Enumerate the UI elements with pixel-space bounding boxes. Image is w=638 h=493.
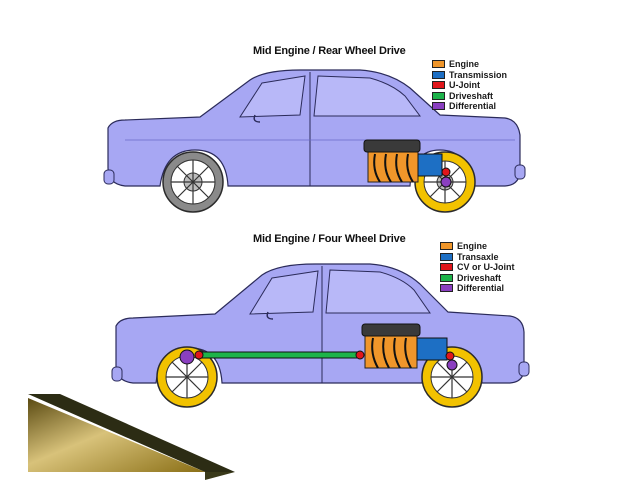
swatch-engine [432, 60, 445, 69]
swatch-ujoint [432, 81, 445, 90]
differential [440, 176, 452, 188]
swatch-transaxle [440, 252, 453, 261]
swatch-transmission [432, 70, 445, 79]
swatch-differential [432, 102, 445, 111]
legend-item-transmission: Transmission [432, 70, 507, 81]
legend-item-differential: Differential [432, 101, 507, 112]
rear-window [325, 269, 431, 314]
legend-item-driveshaft: Driveshaft [440, 273, 515, 284]
legend: Engine Transaxle CV or U-Joint Driveshaf… [440, 241, 515, 294]
u-joint [441, 167, 451, 177]
cv-joint-front [194, 350, 204, 360]
car-rwd-illustration [103, 69, 526, 213]
swatch-cv-joint [440, 263, 453, 272]
side-window [239, 75, 306, 118]
swatch-driveshaft [440, 273, 453, 282]
swatch-engine [440, 242, 453, 251]
rear-differential [446, 359, 458, 371]
diagram-rwd: Mid Engine / Rear Wheel Drive Engine Tra… [0, 0, 638, 230]
front-differential [179, 349, 195, 365]
transmission [417, 153, 443, 177]
legend-item-driveshaft: Driveshaft [432, 91, 507, 102]
diagram-title: Mid Engine / Four Wheel Drive [253, 233, 406, 245]
decorative-ribbon [28, 394, 235, 480]
swatch-differential [440, 284, 453, 293]
transaxle [416, 337, 448, 361]
legend-item-transaxle: Transaxle [440, 252, 515, 263]
legend-item-differential: Differential [440, 283, 515, 294]
legend-item-cv-joint: CV or U-Joint [440, 262, 515, 273]
swatch-driveshaft [432, 91, 445, 100]
car-4wd-illustration [111, 263, 530, 408]
cv-joint-rear-axle [445, 351, 455, 361]
legend: Engine Transmission U-Joint Driveshaft D… [432, 59, 507, 112]
diagram-4wd: Mid Engine / Four Wheel Drive Engine Tra… [0, 230, 638, 430]
legend-item-engine: Engine [432, 59, 507, 70]
driveshaft [199, 351, 361, 359]
cv-joint-rear [355, 350, 365, 360]
rear-window [313, 75, 421, 117]
legend-item-ujoint: U-Joint [432, 80, 507, 91]
diagram-title: Mid Engine / Rear Wheel Drive [253, 45, 406, 57]
legend-item-engine: Engine [440, 241, 515, 252]
side-window [249, 270, 319, 315]
